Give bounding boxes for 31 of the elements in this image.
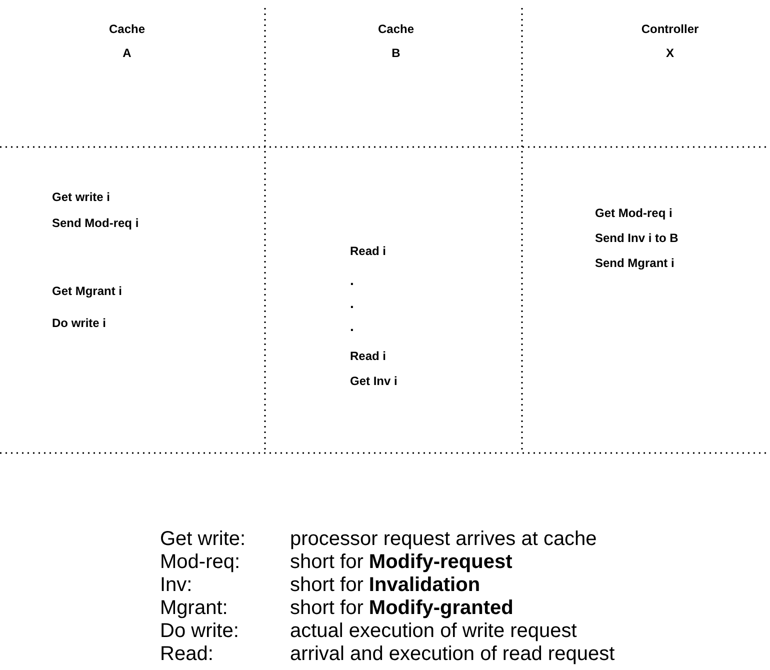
column-heading: A bbox=[122, 45, 132, 62]
glossary-term: Do write: bbox=[160, 620, 239, 642]
event-text: Get Inv i bbox=[350, 373, 398, 390]
glossary-definition: short for Invalidation bbox=[290, 574, 480, 596]
glossary-term: Read: bbox=[160, 643, 214, 665]
glossary-definition: short for Modify-request bbox=[290, 551, 512, 573]
event-text: Do write i bbox=[52, 315, 106, 332]
glossary-term: Mod-req: bbox=[160, 551, 240, 573]
glossary-definition: processor request arrives at cache bbox=[290, 528, 597, 550]
column-heading: Controller bbox=[641, 21, 699, 38]
event-text: Read i bbox=[350, 243, 386, 260]
event-text: Send Mgrant i bbox=[595, 255, 674, 272]
column-heading: X bbox=[666, 45, 674, 62]
ellipsis-dot: . bbox=[350, 271, 354, 290]
event-text: Send Inv i to B bbox=[595, 230, 678, 247]
glossary-term: Mgrant: bbox=[160, 597, 228, 619]
glossary-definition: short for Modify-granted bbox=[290, 597, 514, 619]
ellipsis-dot: . bbox=[350, 294, 354, 313]
glossary-definition: arrival and execution of read request bbox=[290, 643, 615, 665]
event-text: Send Mod-req i bbox=[52, 215, 139, 232]
column-heading: Cache bbox=[378, 21, 414, 38]
column-heading: Cache bbox=[108, 21, 146, 38]
event-text: Get Mod-req i bbox=[595, 205, 672, 222]
column-heading: B bbox=[392, 45, 400, 62]
event-text: Read i bbox=[350, 348, 386, 365]
ellipsis-dot: . bbox=[350, 317, 354, 336]
event-text: Get Mgrant i bbox=[52, 283, 122, 300]
glossary-term: Inv: bbox=[160, 574, 192, 596]
event-text: Get write i bbox=[52, 189, 110, 206]
glossary-definition: actual execution of write request bbox=[290, 620, 577, 642]
glossary-term: Get write: bbox=[160, 528, 246, 550]
